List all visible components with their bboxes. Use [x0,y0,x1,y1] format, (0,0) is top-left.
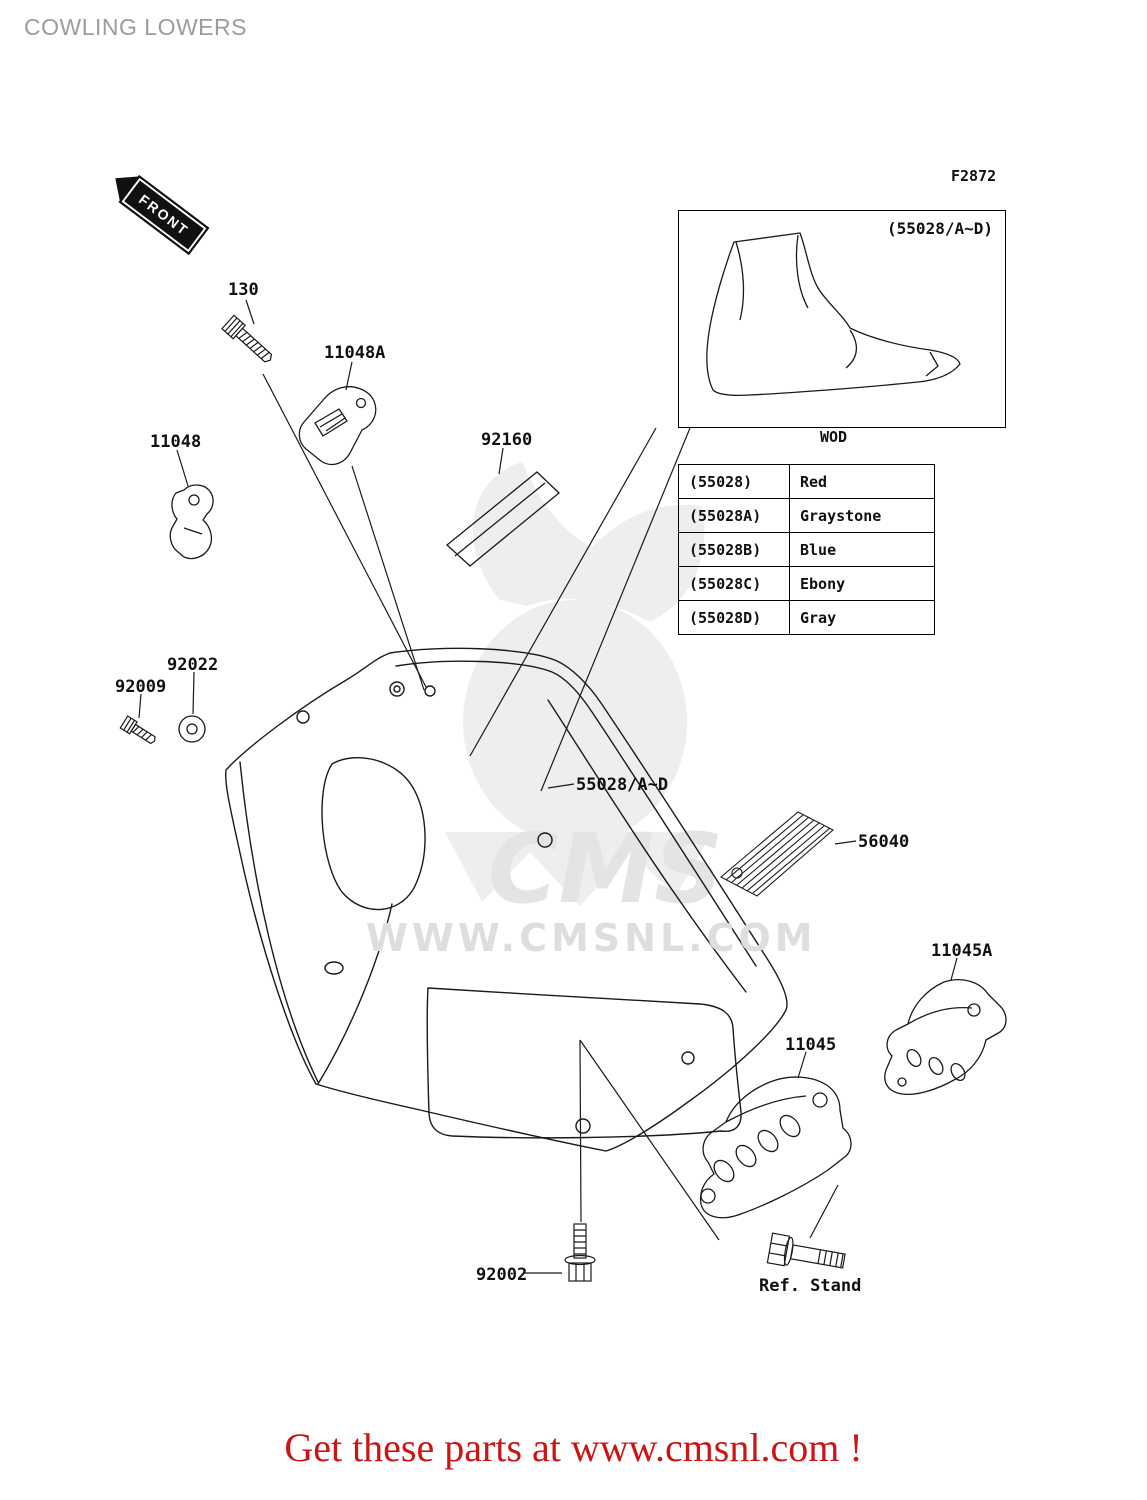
bolt-92002-drawing [564,1223,596,1282]
table-row: (55028A) Graystone [678,498,935,533]
bracket-11045a-drawing [884,979,1007,1096]
table-row: (55028C) Ebony [678,566,935,601]
watermark-url-text: WWW.CMSNL.COM [366,916,817,960]
bracket-11045-drawing [699,1076,852,1219]
part-label-55028: 55028/A~D [576,775,669,795]
cowling-lower-drawing [224,647,788,1152]
color-variant-table: (55028) Red (55028A) Graystone (55028B) … [678,464,935,635]
color-code-cell: (55028D) [678,600,790,635]
page-title: COWLING LOWERS [24,14,247,40]
cms-watermark-logo: CMS [445,462,723,925]
part-label-11048a: 11048A [324,343,386,363]
table-row: (55028D) Gray [678,600,935,635]
part-label-11045: 11045 [785,1035,837,1055]
part-label-ref-stand: Ref. Stand [759,1276,862,1296]
pad-92160-drawing [446,471,560,567]
screw-92009-drawing [119,715,156,745]
inset-caption: WOD [820,428,848,446]
bolt-130-drawing [221,314,273,363]
inset-box: (55028/A~D) [678,210,1006,428]
color-name-cell: Ebony [789,566,935,601]
color-name-cell: Gray [789,600,935,635]
part-label-92002: 92002 [476,1265,528,1285]
part-label-130: 130 [228,280,259,300]
part-label-11048: 11048 [150,432,202,452]
watermark-cms-text: CMS [488,813,723,925]
washer-92022-drawing [178,715,206,743]
leader-lines [138,299,958,1274]
color-name-cell: Graystone [789,498,935,533]
color-name-cell: Red [789,464,935,499]
color-name-cell: Blue [789,532,935,567]
bracket-11048a-drawing [298,386,377,466]
decal-56040-drawing [720,811,834,897]
part-label-11045a: 11045A [931,941,993,961]
footer-link[interactable]: Get these parts at www.cmsnl.com ! [284,1425,863,1470]
inset-cowling-drawing [706,232,961,396]
ref-stand-bolt-drawing [766,1232,846,1269]
figure-ref-code: F2872 [951,167,997,185]
part-label-92009: 92009 [115,677,167,697]
color-code-cell: (55028C) [678,566,790,601]
clamp-11048-drawing [169,484,214,560]
table-row: (55028B) Blue [678,532,935,567]
color-code-cell: (55028) [678,464,790,499]
inset-part-label: (55028/A~D) [887,219,993,238]
color-code-cell: (55028B) [678,532,790,567]
table-row: (55028) Red [678,464,935,499]
part-label-56040: 56040 [858,832,910,852]
part-label-92022: 92022 [167,655,219,675]
part-label-92160: 92160 [481,430,533,450]
color-code-cell: (55028A) [678,498,790,533]
